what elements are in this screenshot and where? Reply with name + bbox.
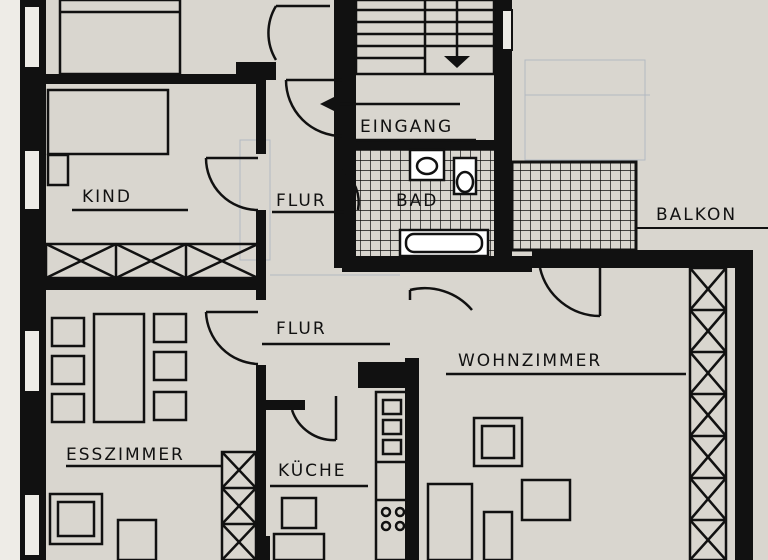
room-label-wohnzimmer: WOHNZIMMER: [458, 351, 602, 371]
stair-arrow-down-icon: [444, 56, 470, 68]
upper-room-furniture: [58, 0, 182, 76]
entrance-arrow-icon: [320, 94, 460, 114]
dining-table-and-chairs: [48, 312, 222, 560]
room-label-balkon: BALKON: [656, 205, 737, 225]
entrance-door: [284, 78, 343, 138]
paper-left-margin: [0, 0, 20, 560]
room-label-kueche: KÜCHE: [278, 459, 347, 481]
faded-background-marks: [239, 59, 650, 276]
room-label-flur-lower: FLUR: [276, 319, 327, 339]
staircase: [354, 0, 496, 76]
walls: [20, 0, 753, 560]
balcony-railing: [510, 160, 638, 252]
room-labels: KIND FLUR BAD EINGANG BALKON FLUR WOHNZI…: [66, 117, 737, 481]
kind-cabinet: [44, 242, 260, 280]
wohnzimmer-shelf: [688, 266, 728, 560]
kind-furniture: [46, 88, 188, 212]
balcony-tiles: [512, 162, 636, 250]
windows: [23, 5, 513, 557]
room-label-flur-upper: FLUR: [276, 191, 327, 211]
wohnzimmer-furniture: [426, 372, 686, 560]
lower-hall-doors: [204, 287, 473, 442]
room-label-eingang: EINGANG: [360, 117, 453, 137]
kitchen-counters: [270, 390, 410, 560]
balcony-door: [538, 267, 602, 318]
room-label-kind: KIND: [82, 187, 132, 207]
esszimmer-cabinet: [220, 450, 258, 560]
room-label-bad: BAD: [396, 191, 438, 211]
room-label-esszimmer: ESSZIMMER: [66, 445, 185, 465]
upper-hall-doors: [204, 4, 360, 212]
bathroom-fixtures: [398, 148, 490, 258]
